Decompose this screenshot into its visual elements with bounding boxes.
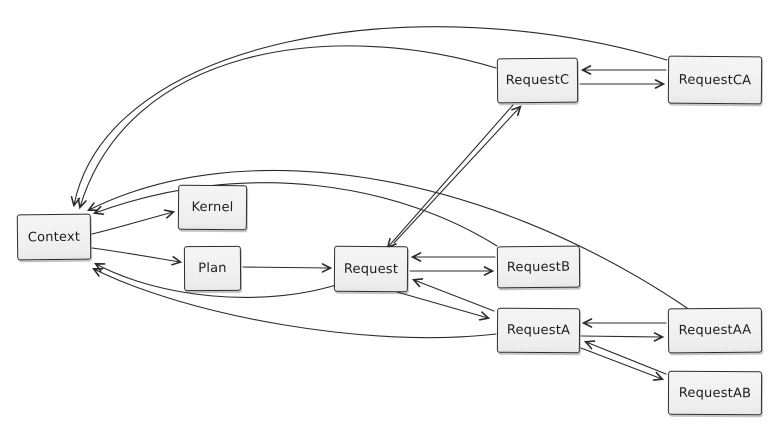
node-context-label: Context <box>27 229 81 245</box>
edge-plan-to-request <box>242 263 333 273</box>
node-context: Context <box>16 213 92 261</box>
edge-requestca-to-context <box>70 26 668 208</box>
edge-request-to-requesta <box>396 291 491 321</box>
edge-requestc-to-request <box>386 104 514 249</box>
edge-context-to-plan <box>91 247 183 266</box>
edge-requesta-to-context <box>91 267 497 339</box>
edge-requestab-to-requesta <box>583 340 667 375</box>
node-kernel-label: Kernel <box>191 199 234 216</box>
edge-request-to-requestc <box>393 105 522 244</box>
node-requestc: RequestC <box>496 57 579 104</box>
node-kernel: Kernel <box>177 184 248 231</box>
node-requesta: RequestA <box>496 307 581 354</box>
node-requestab: RequestAB <box>667 370 763 416</box>
node-request: Request <box>333 245 409 293</box>
edge-requestaa-to-context <box>86 169 688 309</box>
edge-requestb-to-context <box>92 182 498 247</box>
edge-requestc-to-context <box>77 45 497 210</box>
node-request-label: Request <box>343 261 399 277</box>
node-plan-label: Plan <box>198 260 227 277</box>
edge-requesta-to-requestaa <box>580 332 665 342</box>
node-requestca-label: RequestCA <box>678 72 752 88</box>
edge-request-to-context <box>93 262 337 298</box>
node-plan: Plan <box>183 245 242 292</box>
node-requestb-label: RequestB <box>506 259 571 275</box>
node-requestc-label: RequestC <box>505 72 570 89</box>
node-requesta-label: RequestA <box>506 322 571 339</box>
node-requestca: RequestCA <box>667 55 763 105</box>
edge-context-to-kernel <box>91 209 176 235</box>
node-requestab-label: RequestAB <box>678 385 752 401</box>
node-requestb: RequestB <box>496 245 581 289</box>
edge-requesta-to-requestab <box>580 347 665 381</box>
node-requestaa-label: RequestAA <box>678 322 752 339</box>
node-requestaa: RequestAA <box>667 307 763 354</box>
edge-requesta-to-request <box>411 278 495 312</box>
